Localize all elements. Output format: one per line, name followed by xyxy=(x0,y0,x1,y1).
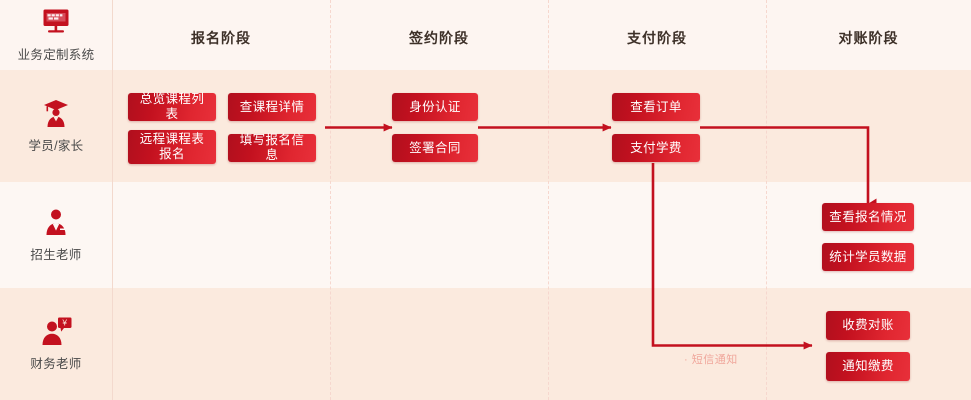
task-button-fill-signup-info[interactable]: 填写报名信息 xyxy=(228,133,316,162)
task-button-view-order[interactable]: 查看订单 xyxy=(612,93,700,121)
task-label-line2: 报名 xyxy=(159,147,185,161)
monitor-icon xyxy=(43,9,69,33)
sidebar-system-cell: 业务定制系统 xyxy=(0,0,112,70)
task-button-identity-auth[interactable]: 身份认证 xyxy=(392,93,478,121)
row-band-header xyxy=(0,0,971,70)
stage-header-pay: 支付阶段 xyxy=(627,30,687,46)
task-button-sign-contract[interactable]: 签署合同 xyxy=(392,134,478,162)
task-button-course-detail[interactable]: 查课程详情 xyxy=(228,93,316,121)
sidebar-label-student: 学员/家长 xyxy=(28,139,84,153)
sidebar-item-student[interactable]: 学员/家长 xyxy=(0,70,112,182)
sidebar-label-recruiter: 招生老师 xyxy=(30,248,82,262)
sidebar-divider xyxy=(112,0,113,400)
stage-header-reconcile: 对账阶段 xyxy=(838,30,899,46)
row-band-student xyxy=(0,70,971,182)
sidebar-item-finance[interactable]: ¥ 财务老师 xyxy=(0,288,112,400)
teacher-icon xyxy=(46,209,66,235)
sms-notification-label: · 短信通知 xyxy=(684,354,738,366)
task-button-fee-reconciliation[interactable]: 收费对账 xyxy=(826,311,910,340)
finance-teacher-icon: ¥ xyxy=(42,317,72,345)
task-label-line1: 远程课程表 xyxy=(139,132,205,146)
row-band-recruiter xyxy=(0,182,971,288)
task-button-notify-payment[interactable]: 通知缴费 xyxy=(826,352,910,381)
svg-text:¥: ¥ xyxy=(61,318,67,328)
role-sidebar: 业务定制系统 学员/家长 招生老师 xyxy=(0,0,112,400)
sidebar-item-recruiter[interactable]: 招生老师 xyxy=(0,182,112,288)
task-button-student-statistics[interactable]: 统计学员数据 xyxy=(822,243,914,271)
row-band-finance xyxy=(0,288,971,400)
column-divider-3 xyxy=(766,0,767,400)
graduate-student-icon xyxy=(44,100,68,127)
stage-header-signup: 报名阶段 xyxy=(191,30,251,46)
task-button-overview-course-list[interactable]: 总览课程列表 xyxy=(128,92,216,121)
task-button-pay-tuition[interactable]: 支付学费 xyxy=(612,134,700,162)
sidebar-label-finance: 财务老师 xyxy=(30,357,82,371)
stage-header-sign: 签约阶段 xyxy=(409,30,469,46)
column-divider-1 xyxy=(330,0,331,400)
task-button-view-signup-status[interactable]: 查看报名情况 xyxy=(822,203,914,231)
task-button-remote-course-signup[interactable]: 远程课程表 报名 xyxy=(128,130,216,164)
column-divider-2 xyxy=(548,0,549,400)
system-title: 业务定制系统 xyxy=(17,48,95,62)
